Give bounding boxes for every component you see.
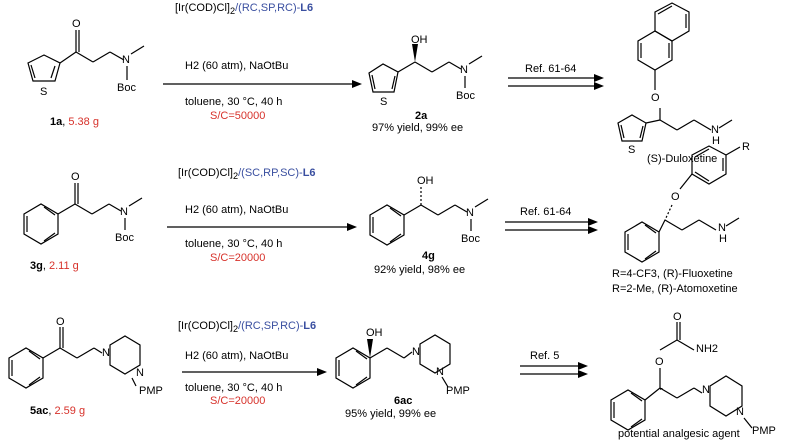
atom-pmp: PMP [446,385,470,397]
atom-n: N [736,406,744,418]
ref-label-3: Ref. 5 [530,350,560,362]
sc-ratio-1: S/C=50000 [210,110,266,122]
yield-ee-2a: 97% yield, 99% ee [372,122,464,134]
atom-boc: Boc [117,82,136,94]
atom-pmp: PMP [139,385,163,397]
atom-s: S [40,86,48,98]
atom-n: N [718,222,726,234]
conditions-line2-2: H2 (60 atm), NaOtBu [185,204,289,216]
atom-n: N [702,384,710,396]
compound-label-3g: 3g, 2.11 g [30,260,79,272]
atom-o: O [71,171,80,183]
target-atomoxetine: R=2-Me, (R)-Atomoxetine [612,283,738,295]
compound-label-4g: 4g [422,250,435,262]
target-fluoxetine: R=4-CF3, (R)-Fluoxetine [612,268,733,280]
ref-label-1: Ref. 61-64 [525,63,577,75]
conditions-line3-2: toluene, 30 °C, 40 h [185,238,283,250]
target-duloxetine: (S)-Duloxetine [647,153,718,165]
compound-label-1a: 1a, 5.38 g [50,116,99,128]
atom-nh2: NH2 [696,343,719,355]
atom-o: O [655,356,664,368]
atom-n: N [436,366,444,378]
conditions-line2-1: H2 (60 atm), NaOtBu [185,60,289,72]
atom-n: N [120,206,128,218]
atom-n: N [711,124,719,136]
atom-s: S [628,144,636,156]
sc-ratio-3: S/C=20000 [210,395,266,407]
atom-n: N [466,207,474,219]
atom-h: H [712,135,720,147]
conditions-line2-3: H2 (60 atm), NaOtBu [185,350,289,362]
thiophene-1a [27,54,61,82]
atom-h: H [719,233,727,245]
atom-n: N [122,54,130,66]
compound-label-5ac: 5ac, 2.59 g [30,405,86,417]
catalyst-line-1: [Ir(COD)Cl]2/(RC,SP,RC)-L6 [175,2,314,17]
atom-o: O [651,92,660,104]
atom-o: O [72,18,81,30]
catalyst-line-3: [Ir(COD)Cl]2/(RC,SP,RC)-L6 [178,320,317,335]
yield-ee-4g: 92% yield, 98% ee [374,264,466,276]
sc-ratio-2: S/C=20000 [210,252,266,264]
atom-n: N [460,64,468,76]
conditions-line3-3: toluene, 30 °C, 40 h [185,382,283,394]
conditions-line3-1: toluene, 30 °C, 40 h [185,96,283,108]
catalyst-line-2: [Ir(COD)Cl]2/(SC,RP,SC)-L6 [178,167,316,182]
atom-boc: Boc [115,232,134,244]
atom-oh: OH [366,327,383,339]
atom-boc: Boc [456,90,475,102]
compound-label-2a: 2a [415,110,428,122]
atom-n: N [136,367,144,379]
atom-oh: OH [411,34,428,46]
atom-o: O [673,311,682,323]
atom-oh: OH [417,175,434,187]
atom-pmp: PMP [752,425,776,437]
ref-label-2: Ref. 61-64 [520,206,572,218]
atom-o: O [56,316,65,328]
atom-o: O [671,191,680,203]
atom-n: N [102,347,110,359]
atom-boc: Boc [461,233,480,245]
naphthalene [637,2,690,71]
compound-label-6ac: 6ac [394,395,413,407]
atom-s: S [380,96,388,108]
yield-ee-6ac: 95% yield, 99% ee [345,408,437,420]
atom-r: R [742,141,750,153]
benzene-3g [23,203,59,245]
target-analgesic: potential analgesic agent [618,428,740,440]
atom-n: N [412,346,420,358]
